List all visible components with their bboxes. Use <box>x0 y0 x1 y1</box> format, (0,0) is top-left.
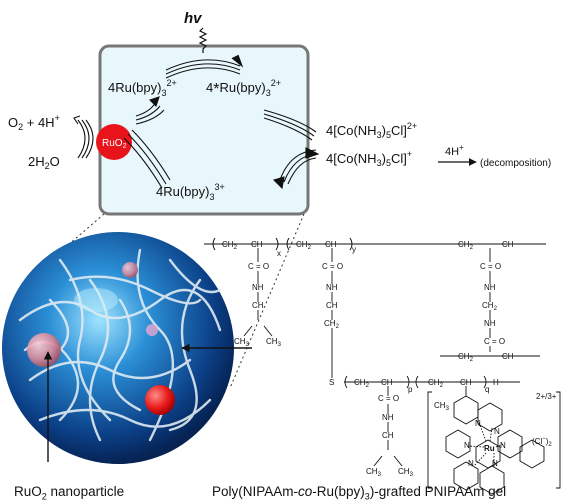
hv-label: hv <box>184 10 203 27</box>
svg-text:y: y <box>352 245 356 254</box>
svg-text:NH: NH <box>252 283 264 292</box>
svg-text:CH3: CH3 <box>234 337 250 348</box>
svg-text:N: N <box>500 441 506 450</box>
svg-text:CH3: CH3 <box>266 337 282 348</box>
svg-text:CH: CH <box>502 352 514 361</box>
svg-text:x: x <box>277 249 281 258</box>
ruo2-label: RuO2 <box>102 138 127 150</box>
svg-text:q: q <box>485 385 489 394</box>
svg-text:C = O: C = O <box>378 394 399 403</box>
zoom-line-right <box>229 213 305 389</box>
svg-text:CH3: CH3 <box>366 467 382 478</box>
svg-text:CH2: CH2 <box>296 240 312 251</box>
decomposition-label: (decomposition) <box>480 158 551 169</box>
svg-text:CH: CH <box>326 301 338 310</box>
svg-text:C = O: C = O <box>480 262 501 271</box>
nanoparticle-caption: RuO2 nanoparticle <box>14 484 125 502</box>
co-2plus-label: 4[Co(NH3)5Cl]2+ <box>326 121 417 140</box>
svg-text:C = O: C = O <box>248 262 269 271</box>
gel-sphere <box>2 232 234 464</box>
h4-label: 4H+ <box>445 143 464 158</box>
svg-text:2+/3+: 2+/3+ <box>536 392 557 401</box>
svg-text:CH: CH <box>251 240 263 249</box>
excitation-arc <box>165 54 244 79</box>
svg-text:CH: CH <box>252 301 264 310</box>
svg-text:S: S <box>329 378 334 387</box>
svg-text:CH2: CH2 <box>458 352 474 363</box>
svg-text:NH: NH <box>484 283 496 292</box>
svg-text:NH: NH <box>326 283 338 292</box>
svg-text:N: N <box>464 441 470 450</box>
polymer-labels: CH2 CH x CH2 CH y CH2 CH C = O NH CH CH3… <box>222 240 514 478</box>
svg-text:C = O: C = O <box>322 262 343 271</box>
svg-text:NH: NH <box>484 319 496 328</box>
polymer-structure <box>204 237 561 489</box>
svg-text:NH: NH <box>382 413 394 422</box>
svg-text:C = O: C = O <box>484 337 505 346</box>
svg-text:N: N <box>475 419 481 428</box>
ru-complex-labels: CH3 Ru N N N N N N 2+/3+ (Cl−)2 <box>434 392 557 468</box>
svg-text:N: N <box>492 459 498 468</box>
svg-text:CH2: CH2 <box>458 240 474 251</box>
svg-text:CH3: CH3 <box>398 467 414 478</box>
ru3-label: 4Ru(bpy)33+ <box>156 182 225 202</box>
svg-text:N: N <box>468 459 474 468</box>
svg-text:N: N <box>494 427 500 436</box>
co-1plus-label: 4[Co(NH3)5Cl]+ <box>326 149 412 168</box>
svg-text:Ru: Ru <box>484 444 495 453</box>
svg-text:CH2: CH2 <box>324 319 340 330</box>
svg-text:CH: CH <box>325 240 337 249</box>
ru-bpy-complex <box>445 395 545 495</box>
svg-text:CH2: CH2 <box>482 301 498 312</box>
ruo2-catalyst <box>96 124 132 160</box>
oxidation-arcs <box>73 96 171 189</box>
o2-label: O2 + 4H+ <box>8 113 60 132</box>
svg-text:H: H <box>493 378 499 387</box>
svg-text:CH2: CH2 <box>428 378 444 389</box>
gel-caption: Poly(NIPAAm-co-Ru(bpy)3)-grafted PNIPAAm… <box>212 484 507 502</box>
svg-text:p: p <box>408 385 413 394</box>
svg-text:CH2: CH2 <box>222 240 238 251</box>
svg-text:CH2: CH2 <box>354 378 370 389</box>
svg-text:CH3: CH3 <box>434 401 450 412</box>
svg-text:CH: CH <box>502 240 514 249</box>
water-label: 2H2O <box>28 154 60 171</box>
reduction-arcs <box>263 109 320 190</box>
svg-text:(Cl−)2: (Cl−)2 <box>532 436 552 448</box>
ru2-left-label: 4Ru(bpy)32+ <box>108 78 177 98</box>
svg-text:CH: CH <box>382 431 394 440</box>
hv-wave <box>198 27 208 53</box>
svg-text:CH: CH <box>460 378 472 387</box>
svg-text:CH: CH <box>381 378 393 387</box>
ru2-excited-label: 4*Ru(bpy)32+ <box>206 78 281 98</box>
